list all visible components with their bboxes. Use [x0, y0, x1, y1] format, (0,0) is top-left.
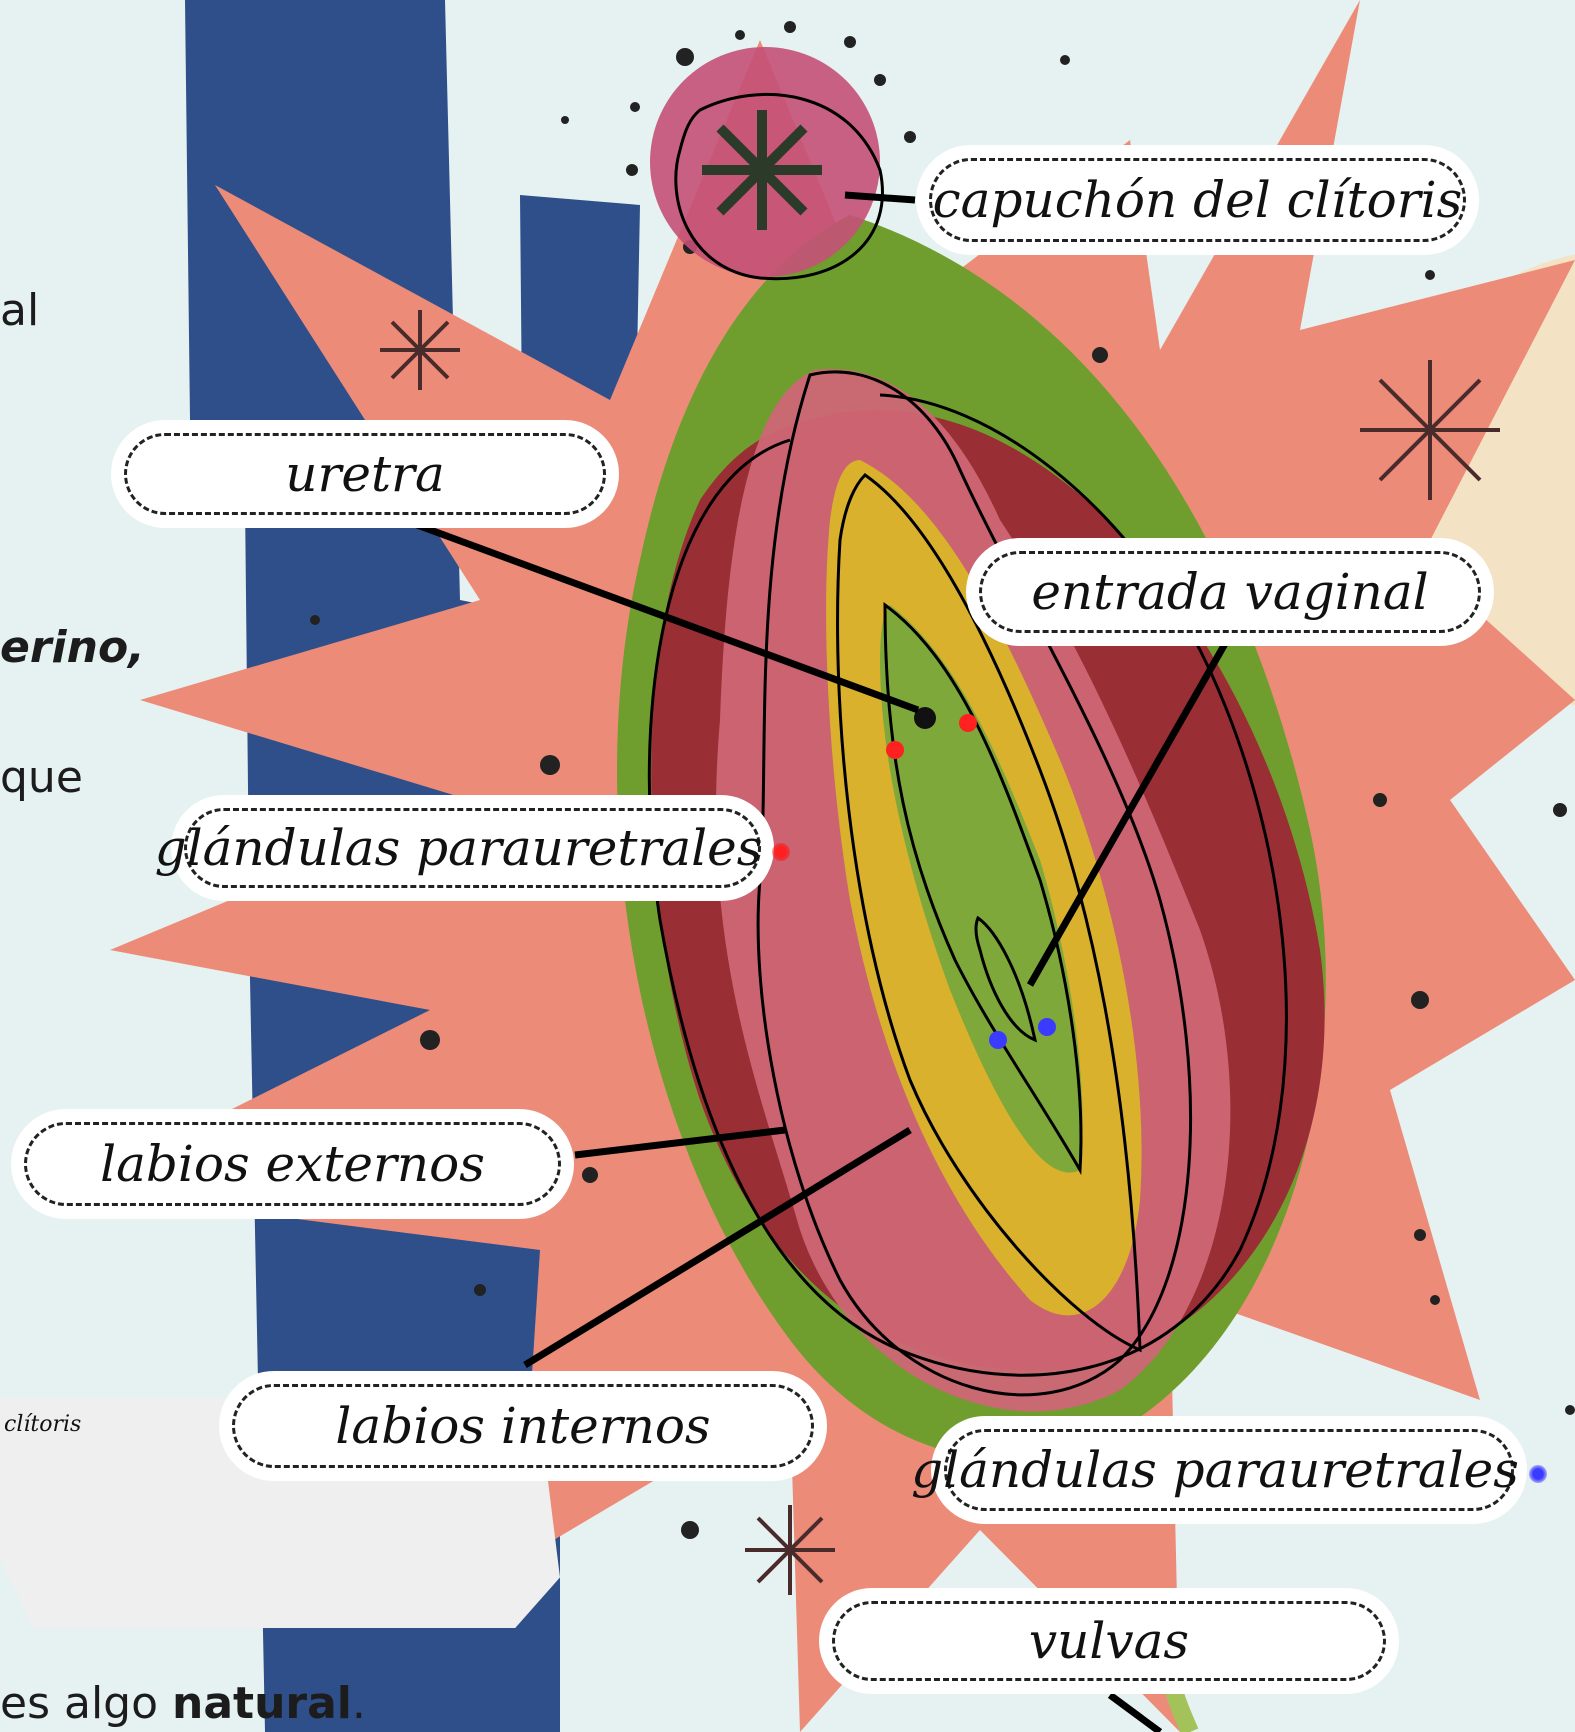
clitoris-star [702, 110, 822, 230]
label-clitoral-hood: capuchón del clítoris [925, 154, 1470, 246]
blue-dot-icon [1529, 1465, 1547, 1483]
label-vulvas-text: vulvas [1029, 1612, 1189, 1670]
label-urethra: uretra [120, 429, 610, 519]
body-text-line-1: al [0, 285, 39, 336]
label-vaginal-entrance-text: entrada vaginal [1031, 563, 1428, 621]
red-gland-dot [886, 741, 904, 759]
label-outer-labia: labios externos [20, 1118, 565, 1210]
label-clitoral-hood-text: capuchón del clítoris [933, 171, 1463, 229]
body-text-line-2: erino, [0, 622, 145, 673]
red-dot-icon [772, 843, 790, 861]
red-gland-dot [959, 714, 977, 732]
body-text-line-3: que [0, 752, 83, 803]
label-inner-labia: labios internos [228, 1380, 818, 1472]
label-paraurethral-glands-red: glándulas parauretrales [180, 804, 765, 892]
label-paraurethral-glands-red-word: glándulas parauretrales [155, 819, 763, 877]
label-vulvas: vulvas [828, 1597, 1390, 1685]
blue-gland-dot [989, 1031, 1007, 1049]
body-text-line-4: es algo natural. [0, 1678, 366, 1729]
label-paraurethral-glands-blue-word: glándulas parauretrales [911, 1441, 1519, 1499]
label-vaginal-entrance: entrada vaginal [975, 547, 1485, 637]
label-paraurethral-glands-red-text: glándulas parauretrales [155, 819, 791, 877]
blue-gland-dot [1038, 1018, 1056, 1036]
label-paraurethral-glands-blue: glándulas parauretrales [940, 1425, 1518, 1515]
body-text-line-4-bold: natural [172, 1678, 352, 1729]
body-text-line-4-pre: es algo [0, 1678, 172, 1729]
label-paraurethral-glands-blue-text: glándulas parauretrales [911, 1441, 1547, 1499]
note-card-text: clítoris [4, 1412, 81, 1437]
body-text-line-4-post: . [352, 1678, 366, 1729]
label-urethra-text: uretra [285, 445, 445, 503]
label-outer-labia-text: labios externos [100, 1135, 485, 1193]
label-inner-labia-text: labios internos [335, 1397, 710, 1455]
